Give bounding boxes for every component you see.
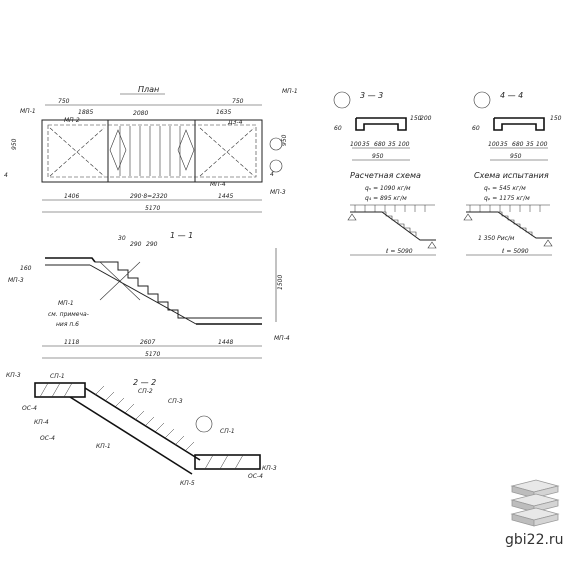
section-2-2-tag-3: КП-4 [34, 419, 49, 426]
section-4-4-d2: 35 [500, 141, 508, 148]
plan-bottom-dim-2: 290·8=2320 [130, 193, 168, 200]
plan-bottom-dim-3: 1445 [218, 193, 233, 200]
section-2-2-tag-2: СП-1 [50, 373, 65, 380]
section-2-2-tag-11: ОС-4 [248, 473, 263, 480]
section-1-1-bottom-dim-2: 2607 [140, 339, 155, 346]
test-scheme-span: ℓ = 5090 [501, 248, 529, 255]
section-2-2-tag-5: ОС-4 [40, 435, 55, 442]
section-4-4-total: 950 [510, 153, 522, 160]
section-3-3-d2: 35 [362, 141, 370, 148]
section-4-4-h2: 150 [550, 115, 562, 122]
section-4-4: 4 — 4 60 150 100 35 680 35 100 950 [472, 91, 562, 161]
plan-top-dim-2: 1885 [78, 109, 93, 116]
stacked-slabs-icon [510, 479, 560, 527]
section-1-1-tag-mp1: МП-1 [58, 300, 74, 307]
section-2-2: 2 — 2 КП-3 СП-1 КП-4 ОС-4 ОС-4 [6, 372, 277, 487]
section-1-1-bottom-dim-3: 1448 [218, 339, 233, 346]
section-2-2-tag-10: КП-5 [180, 480, 195, 487]
section-2-2-tag-9: СП-1 [220, 428, 235, 435]
section-1-1: 1 — 1 30 290 290 160 МП-3 МП-1 см. приме… [8, 231, 290, 359]
calc-scheme-title: Расчетная схема [350, 171, 421, 180]
section-2-2-tag-1: КП-3 [6, 372, 21, 379]
test-scheme-support: 1 350 Рис/м [478, 235, 515, 242]
section-2-2-tag-12: КП-3 [262, 465, 277, 472]
calc-scheme-load-2: q₄ = 895 кг/м [365, 195, 407, 202]
calc-scheme: Расчетная схема qₙ = 1090 кг/м q₄ = 895 … [347, 171, 437, 256]
plan-left-dim: 950 [11, 138, 18, 150]
calc-scheme-span: ℓ = 5090 [385, 248, 413, 255]
section-3-3-h1: 60 [334, 125, 342, 132]
plan-top-dim-5: 750 [232, 98, 244, 105]
section-1-1-tag-mp3: МП-3 [8, 277, 24, 284]
plan-top-dim-1: 750 [58, 98, 70, 105]
section-2-2-tag-6: КП-1 [96, 443, 111, 450]
section-4-4-title: 4 — 4 [500, 91, 523, 100]
section-3-3-d5: 100 [398, 141, 410, 148]
section-3-3-d1: 100 [350, 141, 362, 148]
section-1-1-level-1: 160 [20, 265, 32, 272]
plan-axis-mark-right: 4 [270, 171, 274, 178]
section-4-4-d1: 100 [488, 141, 500, 148]
plan-tag-mp3: МП-3 [270, 189, 286, 196]
plan-side-dim: 950 [281, 134, 288, 146]
test-scheme-load-1: qₙ = 545 кг/м [484, 185, 526, 192]
plan-total-dim: 5170 [145, 205, 160, 212]
section-4-4-d3: 680 [512, 141, 524, 148]
section-1-1-total: 5170 [145, 351, 160, 358]
plan-title: План [138, 85, 159, 94]
section-3-3-total: 950 [372, 153, 384, 160]
section-2-2-title: 2 — 2 [133, 378, 156, 387]
section-2-2-tag-7: СП-2 [138, 388, 153, 395]
section-1-1-height: 1500 [277, 275, 284, 290]
plan-tag-mp2: МП-2 [64, 117, 80, 124]
plan-tag-mp1: МП-1 [20, 108, 36, 115]
section-3-3-d3: 680 [374, 141, 386, 148]
test-scheme: Схема испытания qₙ = 545 кг/м qₚ = 1175 … [463, 171, 553, 256]
plan-tag-dz4: ДЗ-4 [227, 119, 243, 126]
section-2-2-tag-8: СП-3 [168, 398, 183, 405]
test-scheme-load-2: qₚ = 1175 кг/м [484, 195, 530, 202]
section-3-3-title: 3 — 3 [360, 91, 383, 100]
section-1-1-top-dim-1: 30 [118, 235, 126, 242]
plan-axis-mark-left: 4 [4, 172, 8, 179]
section-3-3-h2: 150 [410, 115, 422, 122]
plan-tag-mp4: МП-4 [210, 181, 226, 188]
section-1-1-title: 1 — 1 [170, 231, 193, 240]
section-3-3-d4: 35 [388, 141, 396, 148]
plan-top-dim-4: 1635 [216, 109, 231, 116]
section-1-1-top-dim-2: 290 [130, 241, 142, 248]
section-3-3: 3 — 3 60 150 200 100 35 680 35 100 950 [333, 91, 432, 161]
section-2-2-tag-4: ОС-4 [22, 405, 37, 412]
plan-view: План 750 1885 2080 1635 750 МП-1 МП-2 МП… [4, 85, 298, 213]
section-1-1-note-2: ния п.6 [56, 321, 79, 328]
section-4-4-d4: 35 [526, 141, 534, 148]
section-3-3-h3: 200 [420, 115, 432, 122]
plan-top-dim-3: 2080 [133, 110, 148, 117]
test-scheme-title: Схема испытания [474, 171, 549, 180]
section-1-1-note-1: см. примеча- [48, 311, 89, 318]
section-1-1-top-dim-3: 290 [146, 241, 158, 248]
site-watermark: gbi22.ru [505, 532, 564, 548]
section-1-1-bottom-dim-1: 1118 [64, 339, 79, 346]
plan-tag-mp1b: МП-1 [282, 88, 298, 95]
plan-bottom-dim-1: 1406 [64, 193, 79, 200]
section-4-4-h1: 60 [472, 125, 480, 132]
calc-scheme-load-1: qₙ = 1090 кг/м [365, 185, 411, 192]
section-1-1-tag-mp4: МП-4 [274, 335, 290, 342]
section-4-4-d5: 100 [536, 141, 548, 148]
